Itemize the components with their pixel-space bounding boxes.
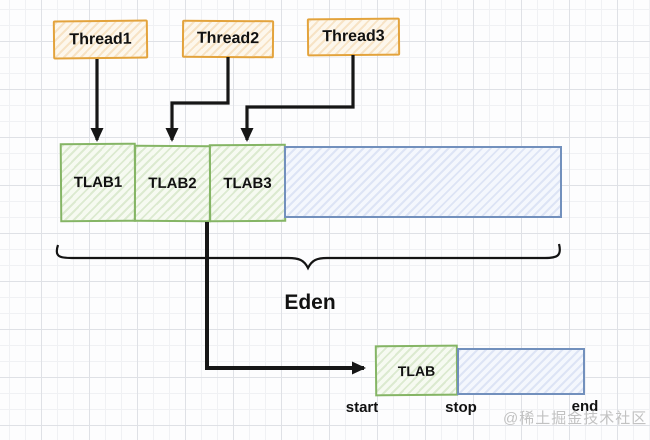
- thread3-label: Thread3: [322, 27, 385, 46]
- tlab3-label: TLAB3: [223, 174, 272, 192]
- tlab1-label: TLAB1: [73, 173, 123, 192]
- start-marker-label: start: [345, 399, 379, 416]
- watermark: @稀土掘金技术社区: [503, 410, 648, 427]
- tlab2-label: TLAB2: [148, 174, 197, 193]
- eden-brace: [55, 243, 561, 271]
- tlab-detail-label: TLAB: [397, 362, 436, 379]
- eden-free-region: [284, 146, 562, 218]
- tlab1-node: TLAB1: [59, 142, 137, 223]
- tlab2-node: TLAB2: [133, 144, 212, 223]
- thread2-label: Thread2: [196, 29, 260, 48]
- eden-label: Eden: [284, 291, 336, 314]
- thread1-label: Thread1: [69, 30, 132, 48]
- thread2-node: Thread2: [181, 19, 275, 59]
- stop-marker-label: stop: [445, 399, 477, 416]
- thread3-node: Thread3: [306, 17, 401, 57]
- tlab-detail-free-region: [457, 348, 585, 395]
- tlab3-node: TLAB3: [208, 143, 287, 223]
- tlab-detail-node: TLAB: [374, 344, 459, 397]
- arrow-thread2-to-tlab2: [165, 57, 230, 142]
- thread1-node: Thread1: [52, 19, 149, 60]
- arrow-thread3-to-tlab3: [240, 55, 355, 142]
- end-marker-label: end: [571, 398, 599, 415]
